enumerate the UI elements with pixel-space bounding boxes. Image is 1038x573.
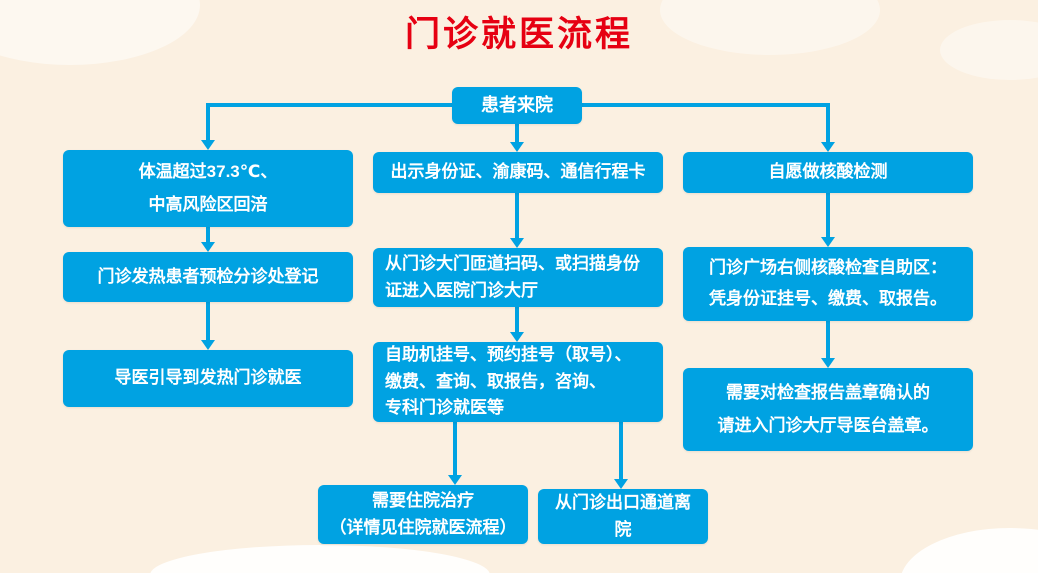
connector-mid3-to-mid5 — [619, 422, 623, 480]
arrow-down-icon — [201, 140, 215, 150]
node-report-stamp: 需要对检查报告盖章确认的 请进入门诊大厅导医台盖章。 — [683, 368, 973, 451]
connector-root-to-right1 — [826, 103, 830, 143]
node-patient-arrival: 患者来院 — [452, 87, 582, 124]
page-title: 门诊就医流程 — [404, 15, 633, 54]
node-scan-enter-hall: 从门诊大门匝道扫码、或扫描身份 证进入医院门诊大厅 — [373, 248, 663, 307]
background-cloud — [900, 528, 1038, 573]
arrow-down-icon — [821, 142, 835, 152]
arrow-down-icon — [821, 237, 835, 247]
node-hospitalization: 需要住院治疗 （详情见住院就医流程） — [318, 485, 528, 544]
connector-top-right — [582, 103, 828, 107]
background-cloud — [150, 545, 490, 573]
node-exit-hospital: 从门诊出口通道离院 — [538, 489, 708, 544]
arrow-down-icon — [201, 340, 215, 350]
arrow-down-icon — [201, 242, 215, 252]
node-fever-triage-registration: 门诊发热患者预检分诊处登记 — [63, 252, 353, 302]
connector-top-left — [206, 103, 452, 107]
node-fever-risk: 体温超过37.3℃、 中高风险区回涪 — [63, 150, 353, 227]
node-voluntary-nucleic-acid-test: 自愿做核酸检测 — [683, 152, 973, 193]
connector-right2-to-right3 — [826, 321, 830, 359]
node-self-service-registration: 自助机挂号、预约挂号（取号）、 缴费、查询、取报告，咨询、 专科门诊就医等 — [373, 342, 663, 422]
connector-root-to-left1 — [206, 103, 210, 141]
connector-right1-to-right2 — [826, 193, 830, 238]
arrow-down-icon — [510, 142, 524, 152]
arrow-down-icon — [614, 479, 628, 489]
arrow-down-icon — [510, 238, 524, 248]
connector-left1-to-left2 — [206, 227, 210, 243]
connector-mid3-to-mid4 — [453, 422, 457, 476]
node-guide-to-fever-clinic: 导医引导到发热门诊就医 — [63, 350, 353, 407]
arrow-down-icon — [510, 332, 524, 342]
connector-root-to-mid1 — [515, 124, 519, 143]
connector-left2-to-left3 — [206, 302, 210, 341]
connector-mid2-to-mid3 — [515, 307, 519, 333]
arrow-down-icon — [448, 475, 462, 485]
node-show-id-health-code: 出示身份证、渝康码、通信行程卡 — [373, 152, 663, 193]
arrow-down-icon — [821, 358, 835, 368]
node-nucleic-acid-self-service-area: 门诊广场右侧核酸检查自助区： 凭身份证挂号、缴费、取报告。 — [683, 247, 973, 321]
connector-mid1-to-mid2 — [515, 193, 519, 239]
